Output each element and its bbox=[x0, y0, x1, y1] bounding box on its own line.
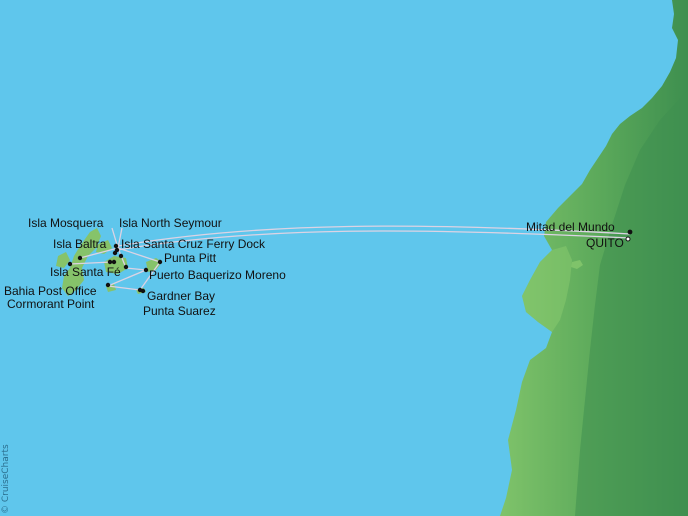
label-isla-santa-fe: Isla Santa Fé bbox=[50, 265, 121, 279]
port-marker-isla-isabela-south[interactable] bbox=[67, 261, 73, 267]
route-line-outbound bbox=[117, 225, 631, 247]
port-marker-isla-santa-cruz-ferry-dock[interactable] bbox=[118, 253, 124, 259]
label-isla-mosquera: Isla Mosquera bbox=[28, 216, 104, 230]
label-cormorant-point: Cormorant Point bbox=[7, 297, 95, 311]
port-marker-isla-baltra[interactable] bbox=[112, 250, 118, 256]
port-marker-bahia-post-office[interactable] bbox=[105, 282, 111, 288]
label-punta-suarez: Punta Suarez bbox=[143, 304, 216, 318]
fernandina-island bbox=[56, 252, 70, 268]
label-mitad-del-mundo: Mitad del Mundo bbox=[526, 220, 615, 234]
credit-text: © CruiseCharts bbox=[1, 444, 11, 514]
route-line-return bbox=[117, 230, 631, 251]
label-punta-pitt: Punta Pitt bbox=[164, 251, 217, 265]
route-segment bbox=[117, 227, 123, 249]
puna-island bbox=[571, 260, 583, 269]
label-bahia-post-office: Bahia Post Office bbox=[4, 284, 97, 298]
port-marker-isla-isabela-west[interactable] bbox=[77, 255, 83, 261]
port-labels: Isla Mosquera Isla North Seymour Isla Ba… bbox=[4, 216, 624, 318]
port-marker-isla-santa-fe[interactable] bbox=[123, 264, 129, 270]
andes-highlands bbox=[575, 90, 688, 516]
port-marker-isla-north-seymour[interactable] bbox=[113, 243, 119, 249]
coastal-lowlands bbox=[522, 246, 572, 332]
port-marker-mitad-del-mundo[interactable] bbox=[627, 229, 633, 235]
route-segment bbox=[107, 269, 147, 287]
route-segment bbox=[107, 285, 141, 291]
label-isla-north-seymour: Isla North Seymour bbox=[119, 216, 222, 230]
port-marker-quito[interactable] bbox=[625, 236, 631, 242]
label-puerto-baquerizo-moreno: Puerto Baquerizo Moreno bbox=[149, 268, 286, 282]
route-segment bbox=[117, 247, 127, 269]
port-marker-punta-suarez[interactable] bbox=[140, 288, 146, 294]
route-segment bbox=[69, 261, 113, 265]
route-segment bbox=[125, 267, 147, 271]
route-segment bbox=[79, 247, 119, 259]
label-quito: QUITO bbox=[586, 236, 624, 250]
route-segment bbox=[139, 261, 161, 291]
port-marker-santa-cruz-south[interactable] bbox=[111, 259, 117, 265]
port-marker-cormorant-point[interactable] bbox=[107, 259, 113, 265]
isabela-island bbox=[62, 228, 101, 296]
port-marker-punta-pitt[interactable] bbox=[157, 259, 163, 265]
cruise-route bbox=[69, 225, 631, 291]
route-segment bbox=[117, 247, 161, 263]
label-gardner-bay: Gardner Bay bbox=[147, 289, 215, 303]
port-marker-puerto-baquerizo-moreno[interactable] bbox=[143, 267, 149, 273]
label-isla-santa-cruz-ferry-dock: Isla Santa Cruz Ferry Dock bbox=[121, 237, 266, 251]
port-markers bbox=[67, 229, 633, 294]
label-isla-baltra: Isla Baltra bbox=[53, 237, 107, 251]
